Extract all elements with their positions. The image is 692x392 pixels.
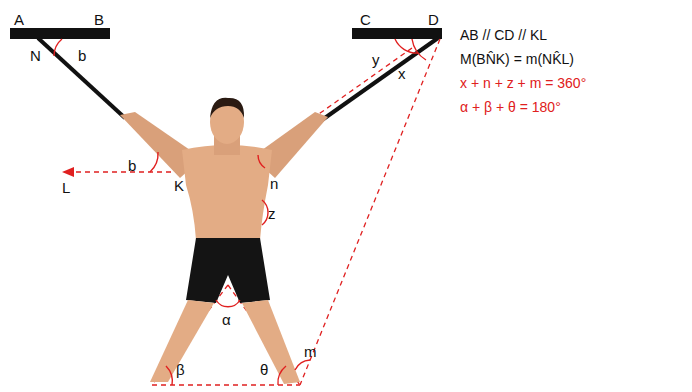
point-label: α [222,312,231,327]
point-label: B [94,12,104,27]
bar [352,28,442,39]
point-label: b [78,48,86,63]
point-label: y [372,52,380,67]
point-label: N [30,48,41,63]
equation-text: AB // CD // KL [460,28,547,42]
rope [322,38,438,120]
point-label: A [14,12,24,27]
point-label: n [270,176,278,191]
rope [38,38,125,118]
point-label: z [268,206,276,221]
point-label: L [62,180,70,195]
point-label: m [304,344,317,359]
point-label: b [128,158,136,173]
point-label: β [176,362,185,377]
point-label: θ [260,362,268,377]
point-label: K [174,178,184,193]
man [120,98,328,384]
equation-text: α + β + θ = 180° [460,100,561,114]
arrow-head [62,167,74,177]
bar [10,28,110,39]
equation-text: x + n + z + m = 360° [460,76,586,90]
equation-text: M(BN̂K) = m(NK̂L) [460,52,574,66]
point-label: D [428,12,439,27]
dashed-lines [72,39,440,385]
point-label: C [360,12,371,27]
point-label: x [398,66,406,81]
angle-arcs [54,39,426,385]
